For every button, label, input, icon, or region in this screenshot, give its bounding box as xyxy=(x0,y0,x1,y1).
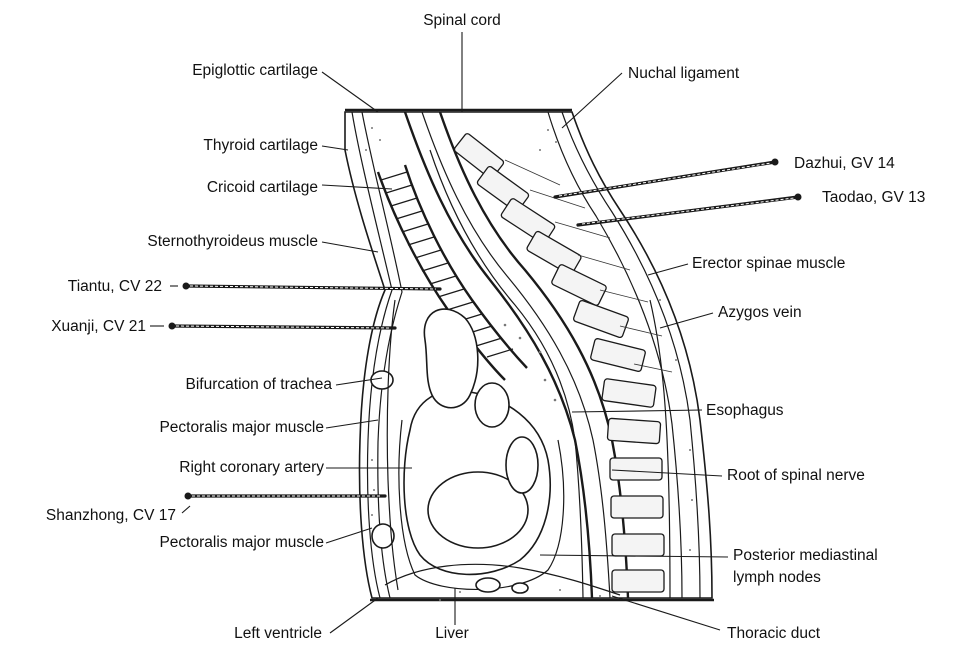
label-bifurcation-of-trachea: Bifurcation of trachea xyxy=(186,376,333,393)
label-root-of-spinal-nerve: Root of spinal nerve xyxy=(727,467,865,484)
needle-handle-taodao xyxy=(795,194,802,201)
label-pectoralis-major-lower: Pectoralis major muscle xyxy=(159,534,324,551)
aortic-arch xyxy=(424,309,477,408)
label-shanzhong: Shanzhong, CV 17 xyxy=(46,507,176,524)
label-cricoid-cartilage: Cricoid cartilage xyxy=(207,179,318,196)
vessel-oval-1 xyxy=(475,383,509,427)
label-esophagus: Esophagus xyxy=(706,402,784,419)
liver-vessel xyxy=(476,578,500,592)
label-left-ventricle: Left ventricle xyxy=(234,625,322,642)
anterior-oval-upper xyxy=(371,371,393,389)
label-azygos-vein: Azygos vein xyxy=(718,304,802,321)
sagittal-section xyxy=(345,110,714,601)
label-lymph-nodes: lymph nodes xyxy=(733,569,821,586)
liver-vessel-2 xyxy=(512,583,528,593)
label-taodao: Taodao, GV 13 xyxy=(822,189,925,206)
needle-handle-shanzhong xyxy=(185,493,192,500)
label-nuchal-ligament: Nuchal ligament xyxy=(628,65,740,82)
label-epiglottic-cartilage: Epiglottic cartilage xyxy=(192,62,318,79)
label-dazhui: Dazhui, GV 14 xyxy=(794,155,895,172)
needle-handle-dazhui xyxy=(772,159,779,166)
label-right-coronary-artery: Right coronary artery xyxy=(179,459,324,476)
label-liver: Liver xyxy=(435,625,469,642)
label-sternothyroideus-muscle: Sternothyroideus muscle xyxy=(147,233,318,250)
label-xuanji: Xuanji, CV 21 xyxy=(51,318,146,335)
label-thoracic-duct: Thoracic duct xyxy=(727,625,821,642)
label-spinal-cord: Spinal cord xyxy=(423,12,501,29)
label-posterior-mediastinal: Posterior mediastinal xyxy=(733,547,878,564)
label-pectoralis-major-upper: Pectoralis major muscle xyxy=(159,419,324,436)
vessel-oval-2 xyxy=(506,437,538,493)
needle-handle-xuanji xyxy=(169,323,176,330)
label-erector-spinae-muscle: Erector spinae muscle xyxy=(692,255,845,272)
needle-handle-tiantu xyxy=(183,283,190,290)
label-tiantu: Tiantu, CV 22 xyxy=(68,278,162,295)
label-thyroid-cartilage: Thyroid cartilage xyxy=(203,137,318,154)
